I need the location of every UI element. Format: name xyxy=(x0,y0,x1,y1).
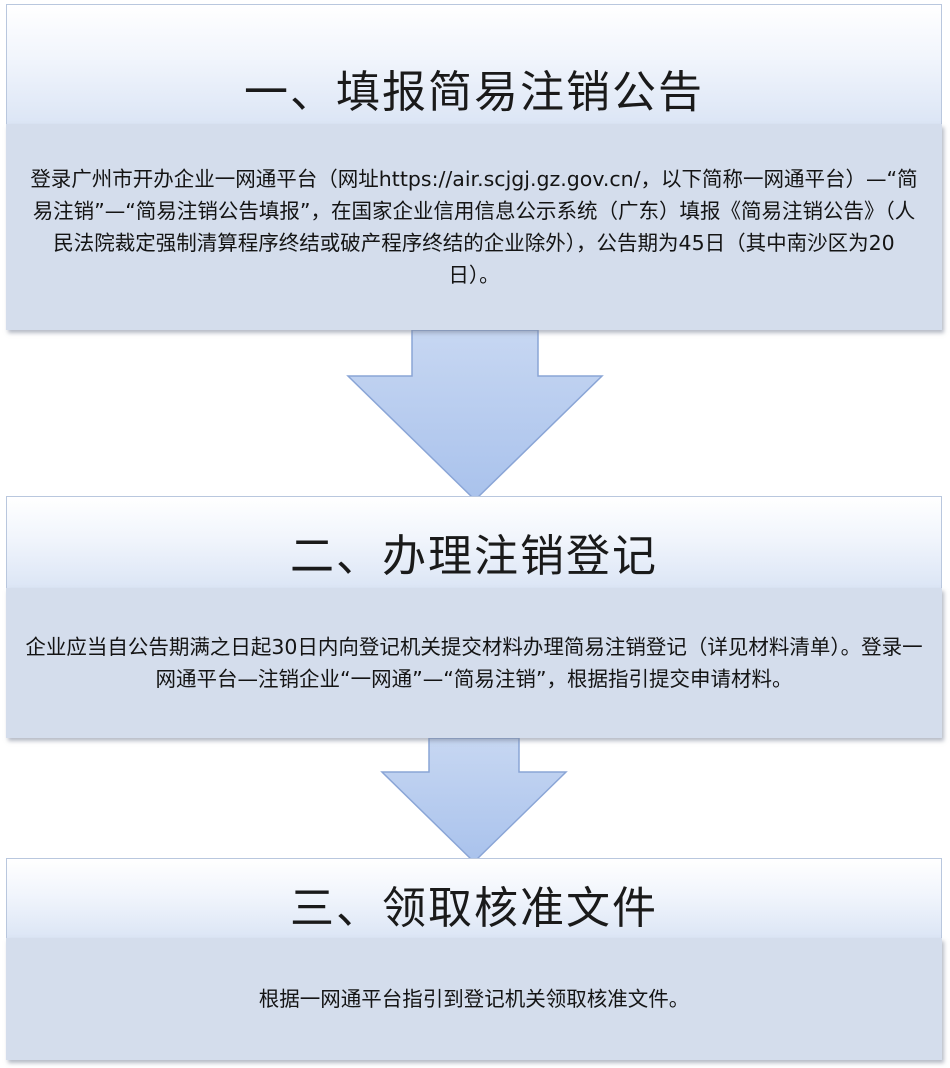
step-3-text: 根据一网通平台指引到登记机关领取核准文件。 xyxy=(258,987,690,1011)
step-1: 一、填报简易注销公告 登录广州市开办企业一网通平台（网址https://air.… xyxy=(6,4,942,330)
step-3-body: 根据一网通平台指引到登记机关领取核准文件。 xyxy=(6,938,942,1060)
down-arrow-1 xyxy=(346,329,604,502)
step-1-header: 一、填报简易注销公告 xyxy=(6,4,942,126)
step-3-header: 三、领取核准文件 xyxy=(6,858,942,940)
step-2-text: 企业应当自公告期满之日起30日内向登记机关提交材料办理简易注销登记（详见材料清单… xyxy=(25,635,923,691)
step-1-text: 登录广州市开办企业一网通平台（网址https://air.scjgj.gz.go… xyxy=(30,167,918,287)
step-1-title: 一、填报简易注销公告 xyxy=(244,67,704,118)
step-2-title: 二、办理注销登记 xyxy=(290,531,658,582)
step-3-title: 三、领取核准文件 xyxy=(290,883,658,934)
step-2: 二、办理注销登记 企业应当自公告期满之日起30日内向登记机关提交材料办理简易注销… xyxy=(6,496,942,738)
step-2-body: 企业应当自公告期满之日起30日内向登记机关提交材料办理简易注销登记（详见材料清单… xyxy=(6,588,942,738)
down-arrow-2 xyxy=(380,737,568,864)
step-1-body: 登录广州市开办企业一网通平台（网址https://air.scjgj.gz.go… xyxy=(6,124,942,330)
step-2-header: 二、办理注销登记 xyxy=(6,496,942,590)
step-3: 三、领取核准文件 根据一网通平台指引到登记机关领取核准文件。 xyxy=(6,858,942,1060)
